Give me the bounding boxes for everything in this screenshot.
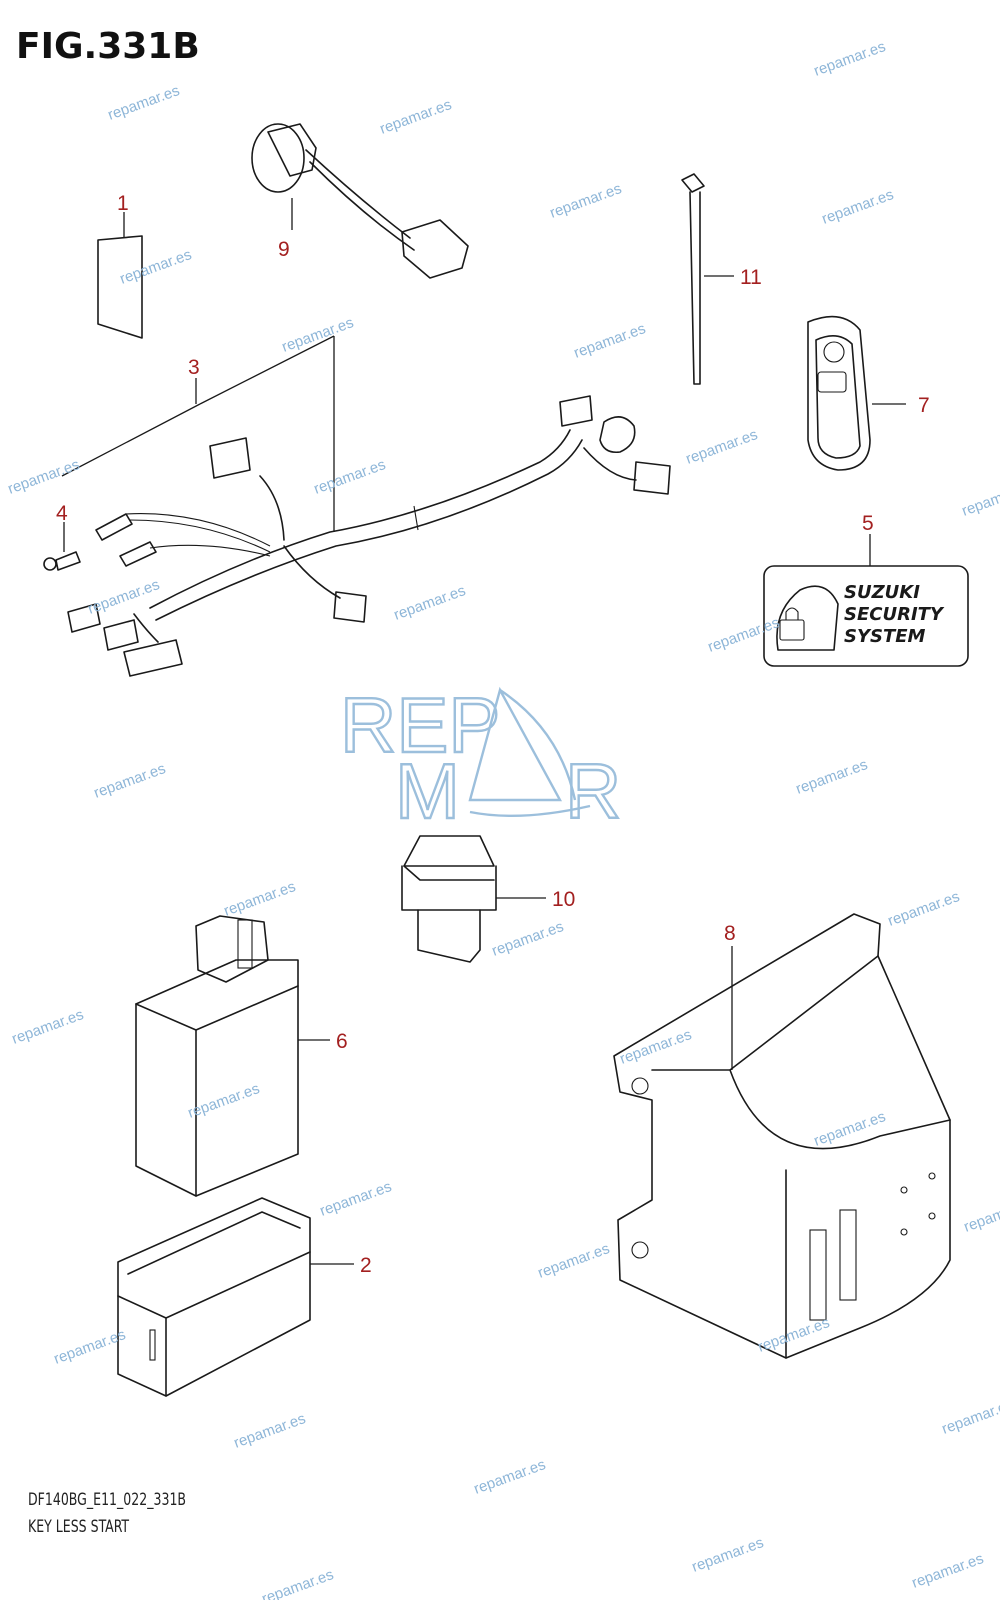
- footer-name: KEY LESS START: [28, 1517, 130, 1537]
- part-7-key-fob: 7: [807, 315, 930, 471]
- watermark-text: repamar.es: [392, 582, 468, 624]
- watermark-text: repamar.es: [548, 180, 624, 222]
- callout-1: 1: [117, 192, 129, 215]
- watermark-text: repamar.es: [222, 878, 298, 920]
- callout-3: 3: [188, 356, 200, 379]
- watermark-text: repamar.es: [378, 96, 454, 138]
- watermark-text: repamar.es: [472, 1456, 548, 1498]
- watermark-text: repamar.es: [820, 186, 896, 228]
- part-11-cable-tie: 11: [681, 173, 762, 385]
- sticker-line1: SUZUKI: [844, 582, 920, 603]
- watermark-text: repamar.es: [794, 756, 870, 798]
- watermark-text: repamar.es: [312, 456, 388, 498]
- watermark-logo-line1: REP: [340, 681, 500, 769]
- watermark-text: repamar.es: [86, 576, 162, 618]
- sticker-line3: SYSTEM: [844, 626, 926, 647]
- watermark-text: repamar.es: [690, 1534, 766, 1576]
- watermark-text: repamar.es: [756, 1314, 832, 1356]
- watermark-text: repamar.es: [706, 614, 782, 656]
- part-5-security-sticker: SUZUKI SECURITY SYSTEM 5: [763, 512, 969, 667]
- watermark-text: repamar.es: [812, 1108, 888, 1150]
- callout-11: 11: [740, 266, 762, 289]
- watermark-text: repamar.es: [52, 1326, 128, 1368]
- watermark-text: repamar.es: [886, 888, 962, 930]
- watermark-text: repamar.es: [186, 1080, 262, 1122]
- watermark-text: repamar.es: [118, 246, 194, 288]
- sticker-line2: SECURITY: [844, 604, 945, 625]
- watermarks: repamar.es repamar.es repamar.es repamar…: [6, 38, 1000, 1600]
- watermark-text: repamar.es: [960, 478, 1000, 520]
- part-8-bracket: 8: [613, 913, 951, 1359]
- wave-icon: [469, 804, 591, 818]
- watermark-logo: REP M R: [339, 680, 623, 836]
- watermark-text: repamar.es: [318, 1178, 394, 1220]
- callout-10: 10: [552, 888, 575, 911]
- part-6-module: 6: [135, 915, 348, 1197]
- watermark-text: repamar.es: [812, 38, 888, 80]
- watermark-text: repamar.es: [684, 426, 760, 468]
- footer-code: DF140BG_E11_022_331B: [28, 1490, 187, 1510]
- watermark-text: repamar.es: [910, 1550, 986, 1592]
- figure-title: FIG.331B: [16, 26, 200, 67]
- callout-7: 7: [918, 394, 930, 417]
- watermark-text: repamar.es: [618, 1026, 694, 1068]
- watermark-text: repamar.es: [280, 314, 356, 356]
- watermark-text: repamar.es: [490, 918, 566, 960]
- callout-5: 5: [862, 512, 874, 535]
- watermark-text: repamar.es: [6, 456, 82, 498]
- sailboat-icon: [468, 686, 577, 802]
- watermark-text: repamar.es: [536, 1240, 612, 1282]
- watermark-text: repamar.es: [92, 760, 168, 802]
- part-1-card: 1: [97, 192, 143, 339]
- watermark-text: repamar.es: [572, 320, 648, 362]
- part-2-case: 2: [117, 1197, 372, 1397]
- watermark-text: repamar.es: [260, 1566, 336, 1600]
- callout-4: 4: [56, 502, 68, 525]
- callout-8: 8: [724, 922, 736, 945]
- part-3-wire-harness: 3: [61, 335, 671, 677]
- lock-icon: [779, 619, 805, 641]
- part-4-pin: 4: [43, 502, 81, 571]
- callout-9: 9: [278, 238, 290, 261]
- part-10-switch: 10: [401, 835, 575, 963]
- part-9-antenna-harness: 9: [251, 123, 469, 279]
- watermark-text: repamar.es: [232, 1410, 308, 1452]
- callout-2: 2: [360, 1254, 372, 1277]
- watermark-text: repamar.es: [940, 1396, 1000, 1438]
- watermark-text: repamar.es: [106, 82, 182, 124]
- callout-6: 6: [336, 1030, 348, 1053]
- watermark-text: repamar.es: [962, 1194, 1000, 1236]
- watermark-text: repamar.es: [10, 1006, 86, 1048]
- watermark-logo-m: M: [395, 747, 460, 835]
